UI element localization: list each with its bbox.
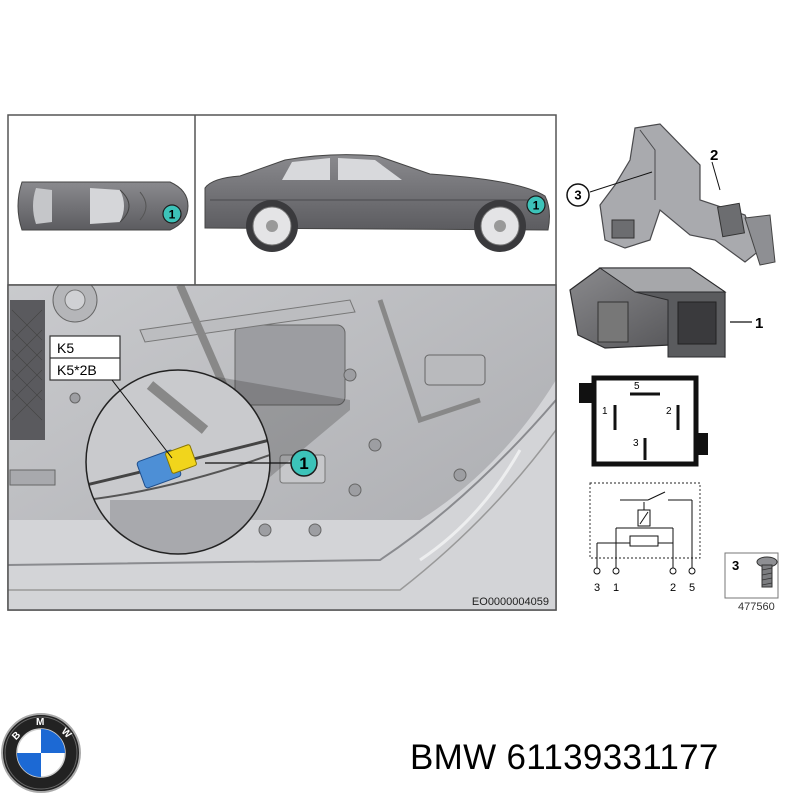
circuit-pin-3: 3	[594, 582, 600, 594]
bracket-part	[589, 123, 776, 266]
relay-part	[569, 267, 752, 358]
callout-engine: 1	[290, 449, 318, 477]
screw-part: 3 477560	[724, 552, 779, 613]
callout-side-view: 1	[526, 195, 546, 215]
car-side-view	[204, 154, 550, 252]
callout-relay-1: 1	[755, 315, 763, 332]
product-title: BMW 61139331177	[410, 738, 719, 778]
pin-label-3: 3	[633, 438, 639, 449]
callout-label: 1	[169, 208, 176, 222]
part-number: 61139331177	[506, 738, 719, 777]
circuit-pin-2: 2	[670, 582, 676, 594]
pin-label-2: 2	[666, 406, 672, 417]
label-k5-2b: K5*2B	[57, 362, 97, 378]
circuit-pin-5: 5	[689, 582, 695, 594]
pin-label-5: 5	[634, 381, 640, 392]
pin-label-1: 1	[602, 406, 608, 417]
circuit-pin-1: 1	[613, 582, 619, 594]
zoom-detail	[85, 369, 350, 555]
bmw-logo: B M W	[1, 713, 81, 793]
circuit-schematic: 3 1 2 5	[589, 482, 701, 594]
callout-label: 1	[533, 199, 540, 213]
callout-label: 3	[574, 188, 581, 203]
callout-label: 1	[299, 454, 308, 473]
callout-bracket-3: 3	[566, 183, 590, 207]
relay-pinout: 5 1 2 3	[579, 375, 708, 467]
part-code: 477560	[738, 601, 775, 613]
image-code: EO0000004059	[472, 596, 549, 608]
brand-name: BMW	[410, 738, 497, 777]
callout-bracket-2: 2	[710, 147, 718, 164]
connector-label-box: K5 K5*2B	[49, 335, 173, 459]
screw-callout-3: 3	[732, 558, 739, 573]
callout-top-view: 1	[162, 204, 182, 224]
car-top-view	[17, 181, 189, 231]
svg-text:M: M	[36, 717, 44, 728]
label-k5: K5	[57, 340, 74, 356]
